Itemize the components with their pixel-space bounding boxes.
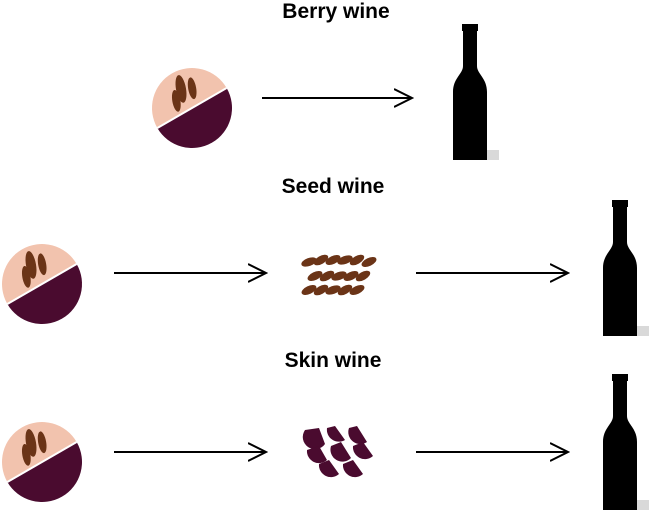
seed-wine-title: Seed wine	[281, 175, 385, 198]
grape-half-icon	[0, 228, 98, 340]
wine-bottle-icon	[453, 24, 499, 160]
seed-pile-icon	[300, 252, 378, 298]
wine-bottle-icon	[603, 374, 649, 510]
grape-half-icon	[136, 52, 248, 164]
berry-wine-title: Berry wine	[282, 0, 390, 23]
grape-half-icon	[0, 406, 98, 518]
skin-wine-title: Skin wine	[284, 349, 382, 372]
wine-bottle-icon	[603, 200, 649, 336]
skin-pile-icon	[302, 426, 373, 478]
